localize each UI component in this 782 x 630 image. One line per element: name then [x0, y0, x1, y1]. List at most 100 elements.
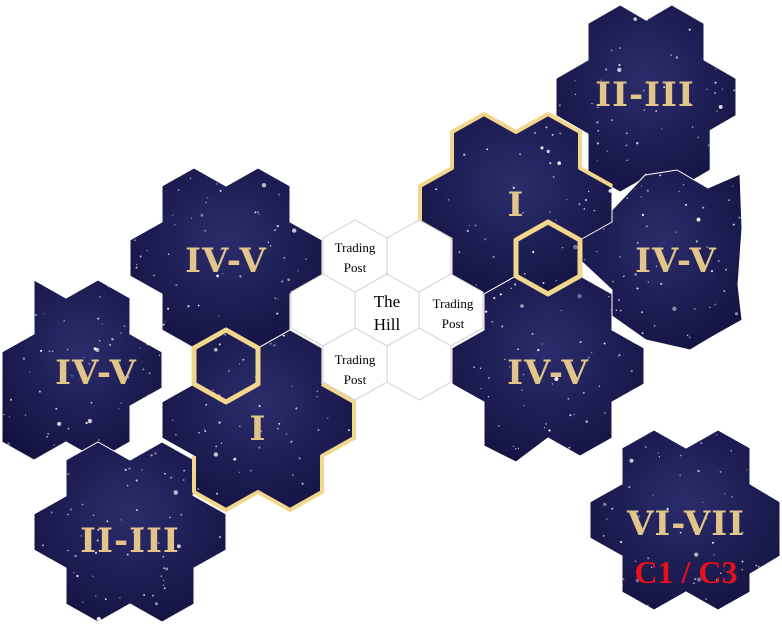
star	[636, 515, 640, 519]
star	[714, 81, 717, 84]
star	[748, 443, 750, 445]
star	[281, 280, 284, 283]
star	[543, 427, 546, 429]
star	[171, 419, 174, 421]
star	[647, 281, 650, 283]
star	[651, 566, 653, 569]
star	[239, 425, 241, 428]
star	[717, 260, 720, 262]
star	[239, 275, 242, 278]
star	[67, 473, 70, 475]
star	[549, 211, 551, 213]
star	[18, 453, 20, 456]
star	[596, 142, 600, 145]
star	[466, 229, 469, 233]
star	[261, 183, 267, 188]
star	[705, 598, 707, 600]
star	[233, 457, 237, 461]
star	[548, 429, 551, 432]
star	[588, 190, 590, 193]
star	[666, 507, 669, 511]
star	[290, 181, 292, 184]
star	[135, 264, 138, 266]
star	[9, 398, 13, 401]
star	[67, 513, 69, 516]
star	[566, 367, 568, 369]
star	[657, 452, 659, 454]
star	[634, 273, 637, 276]
star	[715, 578, 718, 581]
star	[120, 402, 122, 404]
star	[228, 370, 230, 373]
star	[491, 321, 493, 323]
star	[442, 147, 444, 149]
star	[42, 561, 45, 565]
star	[658, 456, 661, 458]
star	[94, 551, 98, 555]
star	[216, 492, 219, 495]
star	[216, 168, 219, 170]
star	[647, 10, 650, 13]
star	[155, 602, 158, 606]
star	[724, 268, 728, 271]
star	[776, 430, 779, 434]
star	[741, 531, 744, 534]
star	[591, 277, 594, 280]
star	[674, 231, 677, 233]
star	[641, 331, 644, 335]
star	[713, 554, 715, 556]
star	[220, 442, 223, 444]
star	[287, 278, 290, 282]
star	[192, 494, 195, 497]
star	[139, 347, 141, 349]
star	[612, 280, 614, 283]
sector-tile-bottom-right[interactable]	[589, 429, 781, 611]
star	[641, 311, 644, 314]
star	[546, 149, 550, 154]
star	[746, 469, 748, 471]
star	[511, 114, 514, 117]
star	[18, 301, 21, 304]
star	[552, 175, 555, 179]
star	[775, 443, 778, 446]
star	[88, 362, 91, 365]
star	[162, 323, 165, 326]
star	[475, 284, 477, 286]
star	[134, 239, 136, 241]
star	[291, 385, 293, 387]
star	[577, 294, 582, 299]
star	[218, 536, 221, 539]
star	[163, 587, 166, 590]
star	[567, 397, 570, 400]
star	[8, 416, 11, 418]
star	[135, 430, 138, 433]
star	[493, 296, 496, 300]
star	[582, 272, 585, 276]
star	[777, 486, 780, 489]
star	[545, 126, 548, 129]
sector-center-left-label: I	[250, 409, 267, 449]
star	[682, 599, 685, 602]
star	[85, 421, 88, 425]
star	[66, 348, 69, 351]
star	[206, 197, 209, 199]
star	[610, 49, 613, 52]
star	[454, 122, 456, 125]
star	[169, 516, 171, 519]
star	[44, 594, 49, 599]
star	[695, 240, 698, 243]
star	[109, 343, 112, 346]
star	[606, 150, 608, 152]
star	[555, 280, 557, 282]
star	[639, 412, 644, 417]
star	[501, 325, 504, 328]
star	[517, 447, 520, 450]
hub-hex-bottom-right[interactable]	[386, 327, 452, 401]
sector-top-right-label: II-III	[595, 75, 695, 115]
star	[596, 159, 599, 161]
star	[204, 229, 207, 232]
star	[106, 520, 109, 523]
star	[723, 570, 726, 572]
star	[162, 584, 165, 586]
star	[474, 224, 477, 227]
